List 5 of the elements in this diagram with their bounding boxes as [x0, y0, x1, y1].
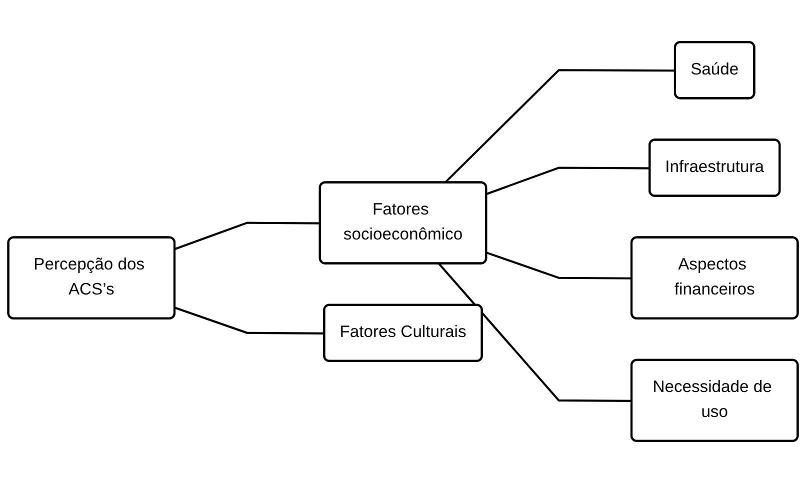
- connector: [174, 222, 320, 250]
- connector: [174, 306, 325, 334]
- connector: [438, 263, 632, 402]
- connector: [486, 166, 650, 195]
- connector: [486, 252, 632, 280]
